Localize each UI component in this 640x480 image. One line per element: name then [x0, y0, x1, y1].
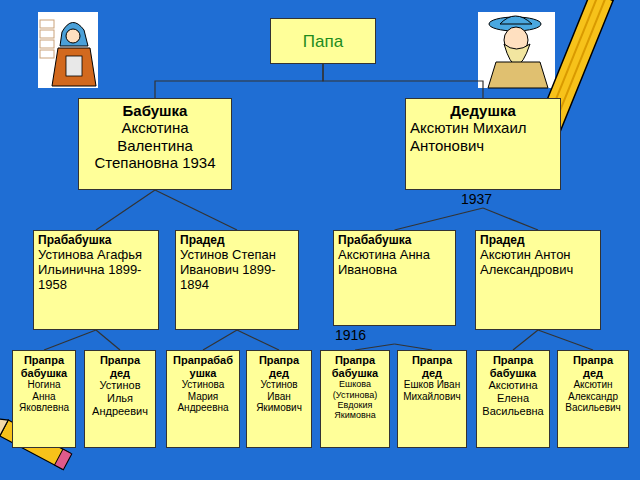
box-fill: ПрабабушкаАксютина Анна Ивановна [333, 230, 456, 326]
family-line [96, 190, 155, 230]
person-box: ПрабабушкаУстинова Агафья Ильинична 1899… [33, 230, 159, 330]
year-label: 1916 [333, 327, 368, 343]
family-line [44, 330, 96, 350]
box-fill: Папа [270, 18, 376, 64]
person-box: Прапра дедУстинов Иван Якимович [246, 350, 312, 448]
box-fill: Прапра бабушкаНогина Анна Яковлевна [12, 350, 76, 448]
node-heading: Папа [275, 22, 371, 52]
grandma-picture [38, 12, 98, 88]
node-body: Устинова Мария Андреевна [171, 379, 235, 414]
year-label: 1937 [459, 191, 494, 207]
box-fill: БабушкаАксютина Валентина Степановна 193… [78, 98, 232, 190]
node-heading: Прапрабабушка [171, 354, 235, 379]
box-fill: Прапра дедУстинов Илья Андреевич [84, 350, 156, 448]
node-body: Аксютин Антон Александрович [480, 248, 596, 278]
box-fill: ДедушкаАксютин Михаил Антонович [405, 98, 561, 190]
node-body: Ешкова (Устинова) Евдокия Якимовна [325, 379, 385, 420]
person-box: Прапра бабушкаЕшкова (Устинова) Евдокия … [320, 350, 390, 448]
person-box: Прапра дедУстинов Илья Андреевич [84, 350, 156, 448]
family-line [96, 330, 120, 350]
box-fill: ПрапрабабушкаУстинова Мария Андреевна [166, 350, 240, 448]
family-line [483, 208, 538, 230]
person-box: Прапра дедЕшков Иван Михайлович [397, 350, 467, 448]
box-fill: Прапра бабушкаЕшкова (Устинова) Евдокия … [320, 350, 390, 448]
node-heading: Прапра дед [89, 354, 151, 379]
box-fill: ПрадедУстинов Степан Иванович 1899-1894 [175, 230, 299, 330]
family-line [155, 190, 237, 230]
node-heading: Прабабушка [338, 234, 451, 248]
family-line [513, 330, 538, 350]
family-line [395, 208, 484, 230]
person-box: ПрадедУстинов Степан Иванович 1899-1894 [175, 230, 299, 330]
node-heading: Прапра дед [562, 354, 624, 379]
node-body: Устинов Степан Иванович 1899-1894 [180, 248, 294, 293]
node-heading: Прапра бабушка [481, 354, 545, 379]
family-line [323, 64, 483, 98]
person-box: Прапра дедАксютин Александр Васильевич [557, 350, 629, 448]
node-heading: Прапра бабушка [325, 354, 385, 379]
node-body: Аксютина Валентина Степановна 1934 [83, 119, 227, 171]
node-body: Ногина Анна Яковлевна [17, 379, 71, 414]
node-heading: Бабушка [83, 102, 227, 119]
person-box: БабушкаАксютина Валентина Степановна 193… [78, 98, 232, 190]
grandpa-picture [478, 12, 555, 88]
node-heading: Прадед [480, 234, 596, 248]
person-box: ДедушкаАксютин Михаил Антонович1937 [405, 98, 561, 208]
node-body: Устинова Агафья Ильинична 1899-1958 [38, 248, 154, 293]
box-fill: ПрадедАксютин Антон Александрович [475, 230, 601, 330]
person-box: Прапра бабушкаНогина Анна Яковлевна [12, 350, 76, 448]
family-line [538, 330, 593, 350]
node-body: Устинов Иван Якимович [251, 379, 307, 414]
node-body: Аксютин Михаил Антонович [410, 119, 556, 154]
node-heading: Дедушка [410, 102, 556, 119]
node-heading: Прабабушка [38, 234, 154, 248]
node-body: Аксютина Елена Васильевна [481, 379, 545, 417]
node-body: Ешков Иван Михайлович [402, 379, 462, 402]
box-fill: Прапра дедЕшков Иван Михайлович [397, 350, 467, 448]
title-box: Папа [270, 18, 376, 64]
person-box: ПрапрабабушкаУстинова Мария Андреевна [166, 350, 240, 448]
box-fill: Прапра дедУстинов Иван Якимович [246, 350, 312, 448]
family-line [237, 330, 279, 350]
box-fill: ПрабабушкаУстинова Агафья Ильинична 1899… [33, 230, 159, 330]
node-heading: Прапра дед [251, 354, 307, 379]
family-line [203, 330, 237, 350]
node-body: Аксютина Анна Ивановна [338, 248, 451, 278]
node-heading: Прапра бабушка [17, 354, 71, 379]
person-box: ПрабабушкаАксютина Анна Ивановна1916 [333, 230, 456, 344]
node-heading: Прадед [180, 234, 294, 248]
node-heading: Прапра дед [402, 354, 462, 379]
box-fill: Прапра дедАксютин Александр Васильевич [557, 350, 629, 448]
node-body: Устинов Илья Андреевич [89, 379, 151, 417]
family-line [155, 64, 323, 98]
person-box: ПрадедАксютин Антон Александрович [475, 230, 601, 330]
node-body: Аксютин Александр Васильевич [562, 379, 624, 414]
person-box: Прапра бабушкаАксютина Елена Васильевна [476, 350, 550, 448]
box-fill: Прапра бабушкаАксютина Елена Васильевна [476, 350, 550, 448]
